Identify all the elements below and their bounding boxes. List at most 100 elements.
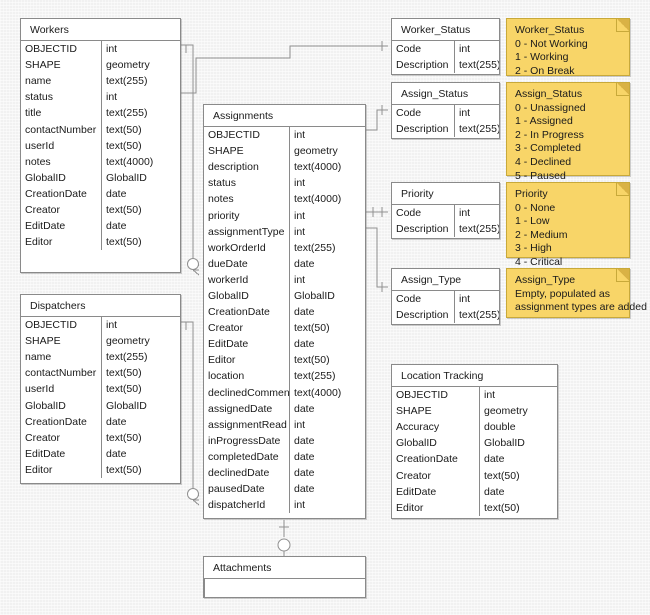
note-line: 2 - Medium — [515, 228, 568, 241]
table-title-worker-status: Worker_Status — [392, 19, 499, 41]
table-title-assignments: Assignments — [204, 105, 365, 127]
field-name: Creator — [25, 203, 61, 216]
field-name: completedDate — [208, 450, 279, 463]
field-type: geometry — [106, 59, 150, 72]
field-name: status — [208, 177, 237, 190]
note-line: 1 - Assigned — [515, 115, 573, 128]
field-type: text(255) — [459, 309, 499, 322]
note-assign-type[interactable]: Assign_Type Empty, populated as assignme… — [506, 268, 647, 318]
field-name: assignmentRead — [208, 418, 287, 431]
field-name: GlobalID — [25, 171, 66, 184]
field-type: date — [294, 402, 315, 415]
field-name: Code — [396, 293, 422, 306]
field-type: int — [294, 177, 306, 190]
field-name: declinedDate — [208, 467, 270, 480]
field-type: text(4000) — [106, 155, 154, 168]
field-name: declinedComment — [208, 386, 289, 399]
table-title-dispatchers: Dispatchers — [21, 295, 180, 317]
field-type: text(50) — [294, 354, 330, 367]
note-title: Priority — [515, 188, 548, 200]
field-name: OBJECTID — [25, 319, 77, 332]
field-name: workOrderId — [208, 241, 266, 254]
field-type: text(50) — [294, 322, 330, 335]
field-name: dispatcherId — [208, 499, 266, 512]
field-type: text(255) — [294, 241, 336, 254]
note-line: 3 - High — [515, 242, 552, 255]
field-type: text(50) — [106, 367, 142, 380]
note-line: 1 - Low — [515, 215, 550, 228]
field-type: text(255) — [106, 107, 148, 120]
field-type: text(255) — [106, 75, 148, 88]
table-row: declinedDate date — [204, 465, 365, 481]
field-type: int — [459, 207, 471, 220]
note-assign-status[interactable]: Assign_Status 0 - Unassigned 1 - Assigne… — [506, 82, 630, 195]
field-name: CreationDate — [25, 415, 87, 428]
field-type: date — [106, 220, 127, 233]
note-line: 5 - Paused — [515, 169, 566, 182]
field-type: text(4000) — [294, 386, 342, 399]
field-type: int — [294, 225, 306, 238]
field-name: SHAPE — [25, 335, 61, 348]
field-name: inProgressDate — [208, 434, 281, 447]
field-name: pausedDate — [208, 483, 265, 496]
field-name: priority — [208, 209, 240, 222]
field-type: date — [294, 450, 315, 463]
field-name: notes — [25, 155, 51, 168]
field-type: text(255) — [459, 223, 499, 236]
entity-table-attachments[interactable]: Attachments — [203, 556, 366, 598]
field-type: text(255) — [459, 59, 499, 72]
field-name: assignedDate — [208, 402, 273, 415]
field-name: OBJECTID — [25, 43, 77, 56]
field-type: text(50) — [484, 469, 520, 482]
field-name: location — [208, 370, 245, 383]
field-name: Creator — [25, 431, 61, 444]
note-worker-status[interactable]: Worker_Status 0 - Not Working 1 - Workin… — [506, 18, 630, 77]
note-line: 0 - Unassigned — [515, 101, 586, 114]
field-type: text(255) — [106, 351, 148, 364]
field-type: date — [294, 434, 315, 447]
field-type: GlobalID — [294, 289, 335, 302]
note-line: 2 - In Progress — [515, 128, 584, 141]
field-type: date — [106, 187, 127, 200]
field-type: date — [294, 467, 315, 480]
field-name: contactNumber — [25, 367, 97, 380]
field-name: name — [25, 351, 52, 364]
note-priority[interactable]: Priority 0 - None 1 - Low 2 - Medium 3 -… — [506, 182, 630, 268]
note-line: 3 - Completed — [515, 142, 581, 155]
field-type: int — [294, 209, 306, 222]
field-name: userId — [25, 139, 55, 152]
table-title-assign-type: Assign_Type — [392, 269, 499, 291]
field-type: int — [294, 273, 306, 286]
